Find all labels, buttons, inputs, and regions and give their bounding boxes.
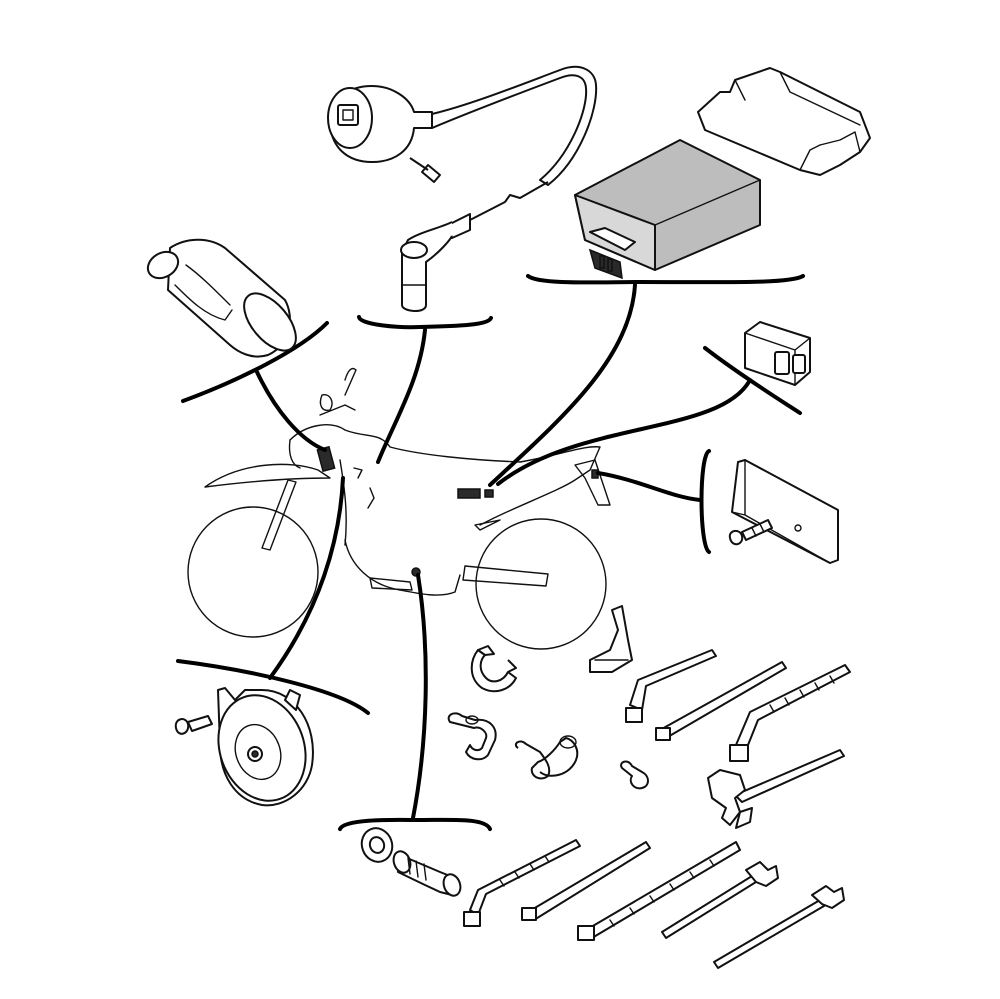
relay-icon — [744, 321, 811, 386]
capacitor-icon — [146, 238, 297, 358]
ecu-box-icon — [574, 139, 761, 280]
horn-icon — [174, 687, 314, 807]
clamp-icon — [447, 605, 649, 790]
location-markers — [316, 445, 599, 577]
cover-icon — [697, 67, 871, 176]
mount-plate-icon — [728, 459, 839, 564]
leader-lines — [176, 274, 805, 831]
switch-icon — [360, 827, 462, 897]
spark-plug-cap-icon — [400, 181, 549, 312]
ignition-coil-icon — [327, 65, 598, 186]
cable-tie-icon — [463, 649, 851, 969]
motorcycle-outline — [187, 367, 611, 650]
